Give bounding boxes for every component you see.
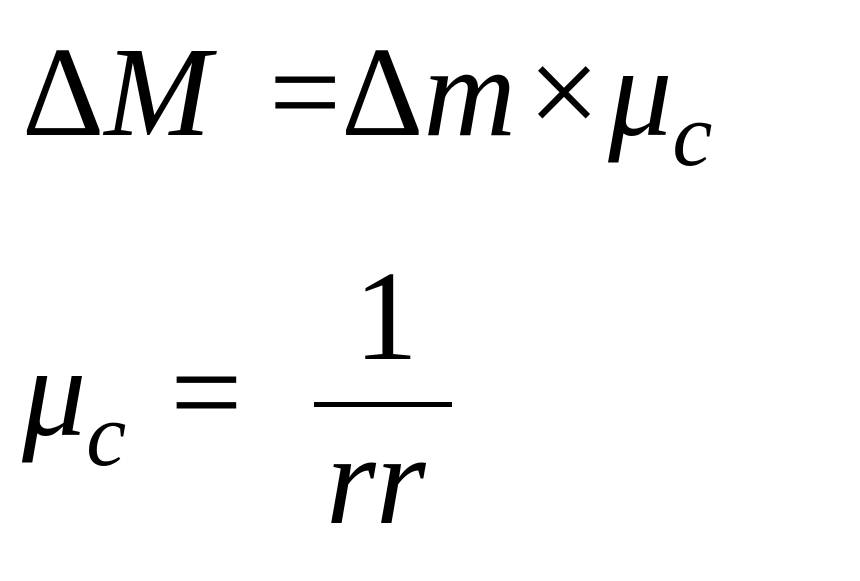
times-sign: × — [527, 21, 601, 163]
equals-sign: = — [268, 21, 342, 163]
equation-mass-change: ΔM=Δm×μc — [22, 28, 712, 181]
subscript-c: c — [672, 86, 713, 185]
fraction-bar — [314, 402, 452, 407]
variable-mu: μ — [22, 321, 87, 463]
variable-m: m — [423, 21, 516, 163]
delta-symbol: Δ — [341, 21, 424, 163]
fraction-numerator: 1 — [354, 245, 418, 387]
equals-sign: = — [170, 321, 243, 463]
equation-mu-lhs: μc= — [22, 328, 242, 481]
variable-mu: μ — [608, 21, 673, 163]
delta-symbol: Δ — [22, 21, 105, 163]
subscript-c: c — [86, 386, 127, 485]
variable-M: M — [104, 21, 211, 163]
fraction-denominator: rr — [326, 409, 426, 551]
